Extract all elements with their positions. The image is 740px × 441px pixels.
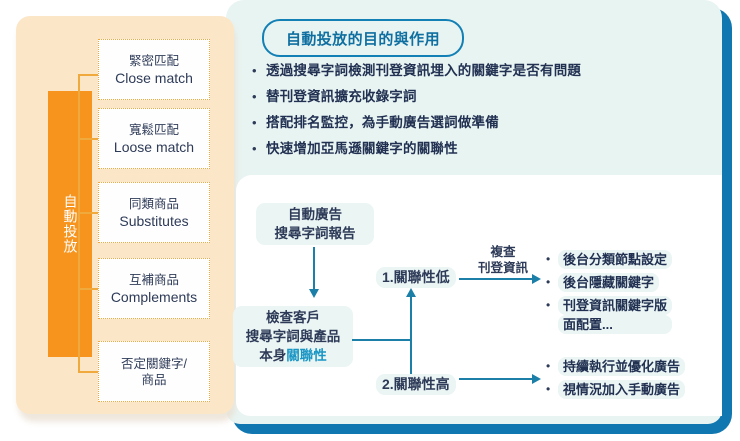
flow-node-check-line3-prefix: 本身 <box>259 348 287 363</box>
branch-box-en: Complements <box>110 288 198 305</box>
list-item-label: 快速增加亞馬遜關鍵字的關聯性 <box>266 141 458 156</box>
bullet-icon: • <box>546 382 551 396</box>
connector-stub-2 <box>78 138 100 140</box>
branch-box-cn: 互補商品 <box>128 272 179 287</box>
bullet-icon: • <box>546 252 551 266</box>
arrow-start-to-check <box>313 247 316 291</box>
list-item: • 後台分類節點設定 <box>546 250 706 269</box>
arrowhead-right-icon-2 <box>532 373 541 384</box>
bullet-icon: • <box>252 63 257 78</box>
bullet-icon: • <box>546 359 551 373</box>
bullet-icon: • <box>252 89 257 104</box>
list-item-label: 持續執行並優化廣告 <box>558 357 686 376</box>
spine-label: 自動投放 <box>62 194 79 254</box>
section-title-pill: 自動投放的目的與作用 <box>262 19 464 57</box>
connector-stub-3 <box>78 212 100 214</box>
list-item: • 搭配排名監控，為手動廣告選詞做準備 <box>252 114 702 132</box>
edge-label-line1: 複查 <box>490 245 516 259</box>
branch-label-low-relevance: 1.關聯性低 <box>376 267 456 288</box>
branch-box-negative-keywords[interactable]: 否定關鍵字/ 商品 <box>98 341 210 402</box>
list-item-label: 刊登資訊關鍵字版 <box>558 296 673 315</box>
flow-node-check-line1: 檢查客戶 <box>266 310 320 325</box>
purpose-bullet-list: • 透過搜尋字詞檢測刊登資訊埋入的關鍵字是否有問題 • 替刊登資訊擴充收錄字詞 … <box>252 62 702 166</box>
flow-node-check-line3: 本身關聯性 <box>240 346 346 365</box>
connector-stub-5 <box>78 371 100 373</box>
bullet-icon: • <box>546 298 551 312</box>
branch-box-en: Loose match <box>113 138 195 155</box>
branch-box-close-match[interactable]: 緊密匹配 Close match <box>98 39 210 100</box>
edge-label-line2: 刊登資訊 <box>477 261 528 275</box>
bullet-icon: • <box>252 115 257 130</box>
list-item: • 後台隱藏關鍵字 <box>546 273 706 292</box>
connector-stub-4 <box>78 288 100 290</box>
branch-box-cn: 同類商品 <box>128 196 179 211</box>
list-item-label: 替刊登資訊擴充收錄字詞 <box>266 89 417 104</box>
list-item: • 快速增加亞馬遜關鍵字的關聯性 <box>252 140 702 158</box>
list-item: • 持續執行並優化廣告 <box>546 357 706 376</box>
list-item-label: 透過搜尋字詞檢測刊登資訊埋入的關鍵字是否有問題 <box>266 63 582 78</box>
arrow-split-vertical <box>410 296 413 384</box>
arrow-low-to-outcomes <box>459 278 534 281</box>
bullet-icon: • <box>252 141 257 156</box>
list-item-label: 後台分類節點設定 <box>558 250 673 269</box>
list-item: • 透過搜尋字詞檢測刊登資訊埋入的關鍵字是否有問題 <box>252 62 702 80</box>
list-item-label: 後台隱藏關鍵字 <box>558 273 660 292</box>
edge-label-recheck: 複查 刊登資訊 <box>463 244 543 276</box>
list-item: • 視情況加入手動廣告 <box>546 380 706 399</box>
arrowhead-up-icon <box>405 288 416 297</box>
list-item: • 替刊登資訊擴充收錄字詞 <box>252 88 702 106</box>
list-item-label: 搭配排名監控，為手動廣告選詞做準備 <box>266 115 499 130</box>
list-item-wrap: 刊登資訊關鍵字版 面配置... <box>558 296 673 334</box>
flow-node-check-line2: 搜尋字詞與產品 <box>245 329 341 344</box>
branch-box-substitutes[interactable]: 同類商品 Substitutes <box>98 182 210 243</box>
branch-box-cn: 否定關鍵字/ <box>121 356 187 371</box>
outcome-list-low-relevance: • 後台分類節點設定 • 後台隱藏關鍵字 • 刊登資訊關鍵字版 面配置... <box>546 250 706 338</box>
flow-node-check-line3-highlight: 關聯性 <box>286 348 327 363</box>
connector-trunk <box>78 74 80 372</box>
branch-box-complements[interactable]: 互補商品 Complements <box>98 258 210 319</box>
list-item-label-cont: 面配置... <box>558 315 673 334</box>
branch-box-loose-match[interactable]: 寬鬆匹配 Loose match <box>98 108 210 169</box>
branch-box-cn-2: 商品 <box>141 372 167 387</box>
branch-label-high-relevance: 2.關聯性高 <box>376 374 456 395</box>
page-title: 自動投放的目的與作用 <box>285 30 440 48</box>
list-item-label: 視情況加入手動廣告 <box>558 380 686 399</box>
auto-targeting-spine: 自動投放 <box>48 91 92 357</box>
arrowhead-down-icon <box>308 289 319 298</box>
arrowhead-right-icon <box>532 273 541 284</box>
flow-node-start: 自動廣告 搜尋字詞報告 <box>256 203 374 245</box>
branch-box-cn: 寬鬆匹配 <box>128 122 179 137</box>
branch-box-cn: 緊密匹配 <box>128 53 179 68</box>
list-item: • 刊登資訊關鍵字版 面配置... <box>546 296 706 334</box>
flow-node-check: 檢查客戶 搜尋字詞與產品 本身關聯性 <box>233 306 353 367</box>
arrow-high-to-outcomes <box>459 378 534 381</box>
connector-stub-1 <box>78 74 100 76</box>
branch-box-en: Close match <box>115 69 193 86</box>
flow-node-start-line1: 自動廣告 <box>288 207 342 222</box>
arrow-check-to-split <box>352 339 412 342</box>
flow-node-start-line2: 搜尋字詞報告 <box>274 226 356 241</box>
branch-box-en: Substitutes <box>119 212 189 229</box>
outcome-list-high-relevance: • 持續執行並優化廣告 • 視情況加入手動廣告 <box>546 357 706 403</box>
bullet-icon: • <box>546 275 551 289</box>
